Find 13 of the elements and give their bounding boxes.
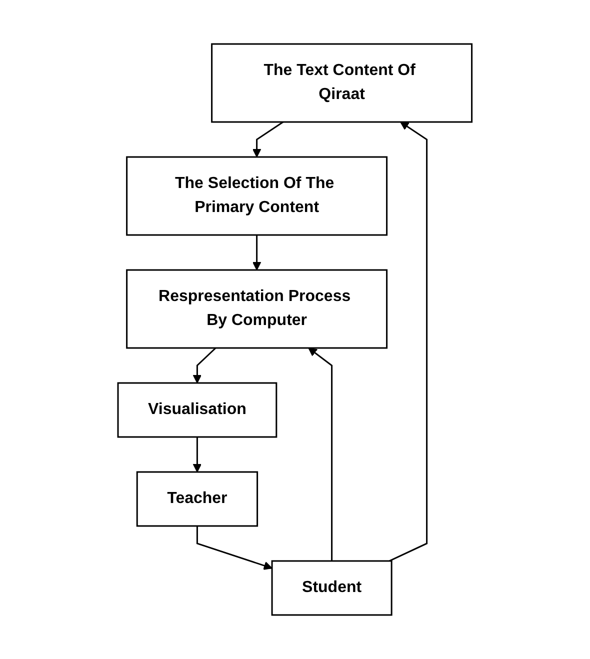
node-box: Teacher xyxy=(136,471,258,527)
arrow xyxy=(252,235,262,270)
arrow xyxy=(252,121,284,158)
node-box: The Text Content Of Qiraat xyxy=(211,43,473,123)
arrow xyxy=(308,348,333,561)
node-box: Respresentation Process By Computer xyxy=(126,269,388,349)
arrow xyxy=(389,122,428,562)
arrow xyxy=(192,437,202,472)
arrow xyxy=(196,526,273,570)
node-box: The Selection Of The Primary Content xyxy=(126,156,388,236)
arrow xyxy=(192,347,216,384)
node-box: Student xyxy=(271,560,392,616)
node-box: Visualisation xyxy=(117,382,278,438)
